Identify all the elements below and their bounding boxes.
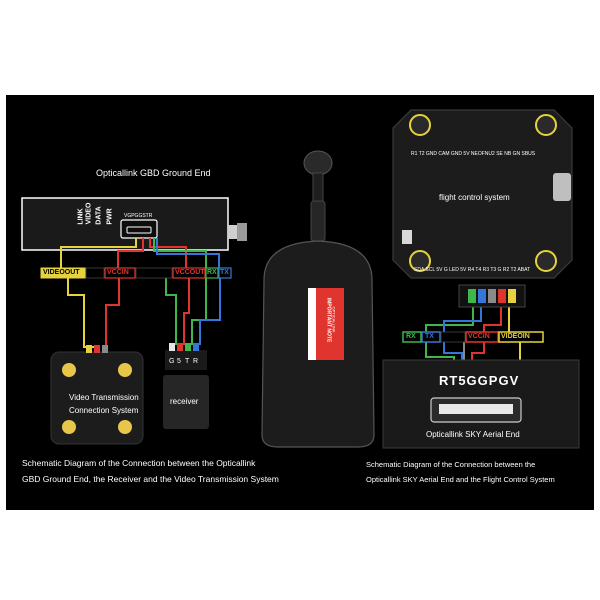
receiver-pin-r: R (193, 358, 199, 365)
fc-label: flight control system (439, 193, 510, 202)
diagram-panel: Opticallink GBD Ground End LINK VIDEO DA… (6, 95, 594, 510)
antenna (261, 150, 375, 448)
side-label-video: VIDEO (85, 202, 93, 225)
sky-end-label: Opticallink SKY Aerial End (426, 430, 520, 439)
mount-hole (409, 250, 431, 272)
ground-end-wires (60, 238, 221, 348)
receiver-pin-5: 5 (177, 358, 181, 365)
receiver-pin-g: G (169, 358, 175, 365)
flight-controller-board (392, 109, 573, 308)
pin-label-vccin: VCCIN (107, 269, 129, 276)
mount-hole (535, 250, 557, 272)
vtx-label-line1: Video Transmission (69, 393, 139, 402)
pin-rx (205, 267, 219, 279)
warning-subtitle: OPTICALLINK (331, 306, 337, 333)
ground-end-pin-header (40, 267, 232, 279)
vtx-label-line2: Connection System (69, 406, 139, 415)
receiver-pin-t: T (185, 358, 190, 365)
pin-rx (402, 331, 422, 343)
pin-label-vccout: VCCOUT (175, 269, 205, 276)
warning-title: IMPORTANT NOTE (325, 297, 332, 343)
vtx-board (50, 345, 144, 445)
sky-pin-label-vccin: VCCIN (468, 333, 490, 340)
pin-vccin (104, 267, 136, 279)
diagram-canvas (21, 109, 580, 449)
mount-hole (118, 420, 132, 434)
receiver-body (163, 375, 209, 429)
pin-videoin (498, 331, 544, 343)
ground-end-port-label: VGPGGSTR (124, 213, 153, 219)
sky-pin-label-rx: RX (406, 333, 416, 340)
pin-gnd (135, 267, 173, 279)
ground-end-device (21, 197, 247, 251)
pin-tx (218, 267, 232, 279)
pin-label-videoout: VIDEOOUT (43, 269, 80, 276)
pin-vccin (465, 331, 499, 343)
sky-end-module (382, 359, 580, 449)
pin-label-rx: RX (207, 269, 217, 276)
pin-videoout (40, 267, 86, 279)
right-caption-line1: Schematic Diagram of the Connection betw… (366, 460, 536, 469)
usb-c-port (553, 173, 571, 201)
mount-hole (535, 114, 557, 136)
sky-end-model: RT5GGPGV (439, 373, 520, 388)
mount-hole (62, 363, 76, 377)
right-caption-line2: Opticallink SKY Aerial End and the Fligh… (366, 475, 555, 484)
sky-end-pin-header (402, 331, 544, 343)
side-label-pwr: PWR (106, 208, 114, 225)
mount-hole (62, 420, 76, 434)
side-label-link: LINK (77, 208, 85, 225)
pin-tx (421, 331, 441, 343)
fc-bottom-pin-labels: SDA SCL 5V G LED 5V R4 T4 R3 T3 G R2 T2 … (414, 267, 531, 273)
ground-end-port (120, 219, 158, 239)
side-label-data: DATA (95, 206, 103, 225)
sky-pin-label-videoin: VIDEOIN (501, 333, 530, 340)
pin-label-tx: TX (220, 269, 229, 276)
left-caption-line1: Schematic Diagram of the Connection betw… (22, 458, 256, 468)
mount-hole (409, 114, 431, 136)
fc-pcb (392, 109, 573, 279)
receiver-module (163, 343, 209, 429)
pin-gnd (440, 331, 466, 343)
left-caption-line2: GBD Ground End, the Receiver and the Vid… (22, 474, 279, 484)
mount-hole (118, 363, 132, 377)
ground-end-title: Opticallink GBD Ground End (96, 168, 211, 178)
fc-top-pin-labels: R1 T2 GND CAM GND 5V NEOFNU2 SE NB GN SB… (411, 151, 536, 157)
pin-vccout (172, 267, 206, 279)
receiver-label: receiver (170, 397, 199, 406)
sky-pin-label-tx: TX (425, 333, 434, 340)
pin-empty (85, 267, 105, 279)
